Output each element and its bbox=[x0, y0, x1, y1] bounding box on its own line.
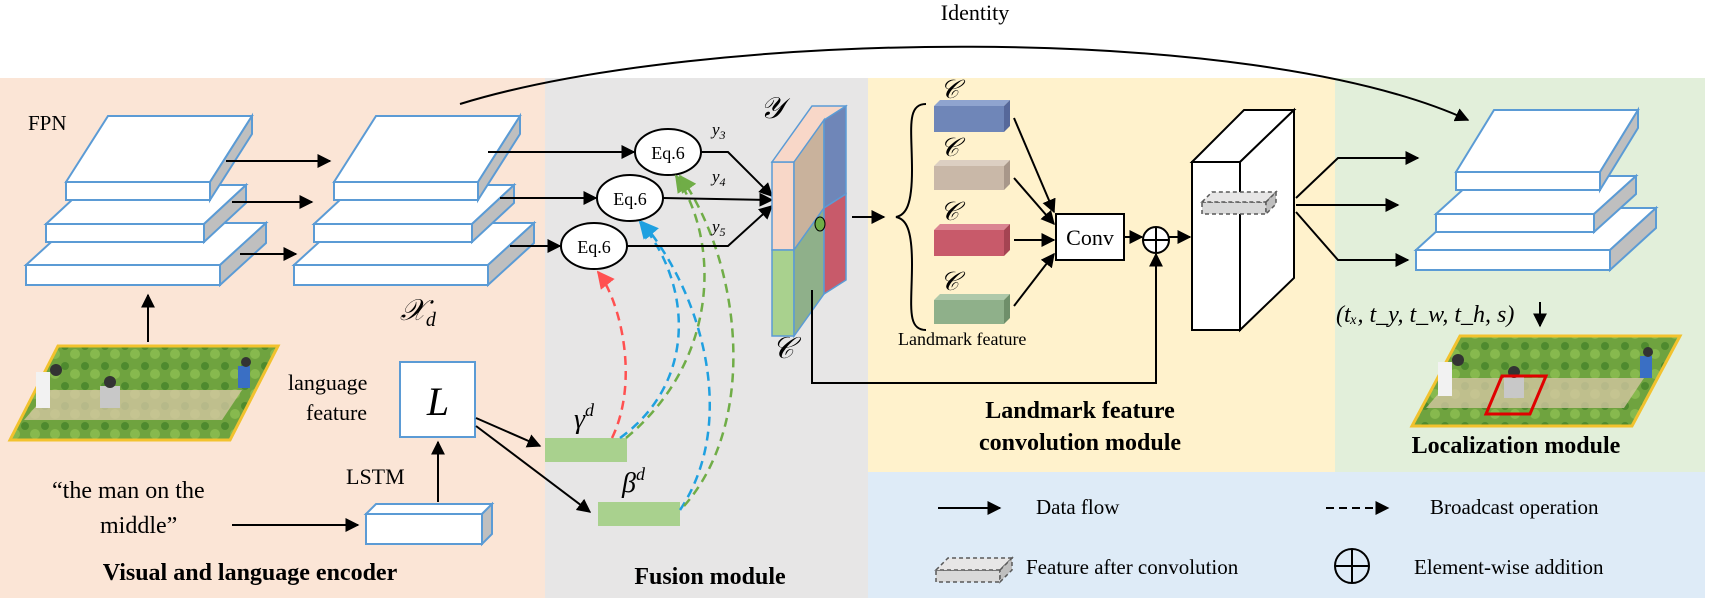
convolved-feature-map bbox=[1189, 107, 1297, 333]
legend-broadcast-label: Broadcast operation bbox=[1430, 495, 1599, 519]
query-text-1: “the man on the bbox=[52, 478, 205, 504]
language-feature-box bbox=[399, 361, 476, 438]
y3-label: y3 bbox=[710, 120, 726, 142]
landmark-brace bbox=[895, 103, 927, 331]
eq6-label-top: Eq.6 bbox=[651, 143, 685, 163]
broadcast-gamma-red bbox=[596, 270, 627, 439]
legend-data-flow-label: Data flow bbox=[1036, 495, 1120, 519]
arrow-L-to-beta bbox=[475, 425, 592, 513]
conv-label: Conv bbox=[1066, 225, 1114, 250]
y4-label: y4 bbox=[710, 167, 726, 189]
arrow-blue-to-conv bbox=[1013, 117, 1056, 214]
y5-label: y5 bbox=[710, 217, 726, 239]
input-image bbox=[7, 344, 281, 442]
landmark-beige-block bbox=[934, 160, 1010, 190]
output-label: (tₓ, t_y, t_w, t_h, s) bbox=[1336, 302, 1514, 328]
legend-feature-after-conv-icon bbox=[934, 556, 1014, 584]
landmark-title-2: convolution module bbox=[979, 430, 1181, 456]
lstm-label: LSTM bbox=[346, 464, 405, 489]
legend-plus-icon bbox=[1334, 548, 1370, 584]
legend-region bbox=[868, 472, 1705, 598]
identity-arrow bbox=[459, 45, 1470, 122]
broadcast-beta-green bbox=[678, 174, 735, 507]
xd-pyramid bbox=[291, 112, 537, 288]
legend-feature-after-conv-label: Feature after convolution bbox=[1026, 555, 1239, 579]
y5-line bbox=[627, 205, 774, 247]
arrow-green-to-conv bbox=[1013, 252, 1055, 307]
arrow-to-loc-top bbox=[1295, 151, 1420, 199]
broadcast-gamma-green bbox=[625, 174, 706, 439]
legend-elementwise-add-label: Element-wise addition bbox=[1414, 555, 1604, 579]
y3-line bbox=[701, 151, 773, 197]
L-label: L bbox=[426, 379, 449, 424]
fpn-label: FPN bbox=[28, 111, 67, 135]
y4-line bbox=[662, 192, 774, 207]
fpn-pyramid bbox=[23, 112, 269, 288]
skip-connection bbox=[811, 252, 1163, 384]
landmark-blue-block bbox=[934, 100, 1010, 132]
encoder-title: Visual and language encoder bbox=[103, 560, 398, 586]
Y-tensor bbox=[770, 104, 848, 339]
fusion-title: Fusion module bbox=[634, 564, 786, 590]
output-image bbox=[1409, 334, 1683, 428]
arrow-beige-to-conv bbox=[1013, 177, 1055, 226]
landmark-red-block bbox=[934, 224, 1010, 256]
eq6-label-bot: Eq.6 bbox=[577, 237, 611, 257]
beta-label: βd bbox=[621, 464, 646, 499]
lstm-block bbox=[363, 501, 495, 547]
beta-block bbox=[598, 502, 680, 526]
arrow-to-loc-bot bbox=[1295, 211, 1410, 267]
broadcast-beta-blue bbox=[640, 220, 711, 511]
query-text-2: middle” bbox=[100, 513, 177, 539]
gamma-label: γd bbox=[574, 400, 595, 435]
elementwise-add-node bbox=[1142, 226, 1170, 254]
localization-title: Localization module bbox=[1412, 433, 1621, 459]
eq6-label-mid: Eq.6 bbox=[613, 189, 647, 209]
landmark-title-1: Landmark feature bbox=[985, 398, 1175, 424]
gamma-block bbox=[545, 438, 627, 462]
language-feature-label-1: language bbox=[288, 370, 367, 395]
localization-pyramid bbox=[1413, 106, 1659, 273]
landmark-feature-label: Landmark feature bbox=[898, 329, 1026, 349]
identity-label: Identity bbox=[941, 0, 1009, 25]
conv-box bbox=[1055, 213, 1125, 261]
arrow-L-to-gamma bbox=[475, 417, 542, 448]
language-feature-label-2: feature bbox=[306, 400, 367, 425]
landmark-green-block bbox=[934, 294, 1010, 324]
